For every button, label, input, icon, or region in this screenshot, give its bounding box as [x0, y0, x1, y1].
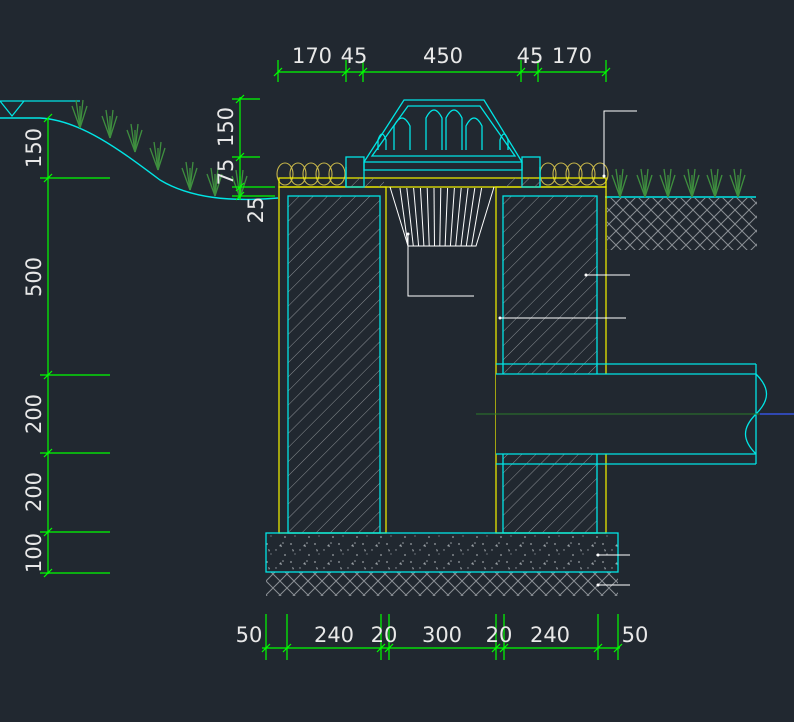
dimension-tick: [273, 67, 283, 77]
dimension-tick: [533, 67, 543, 77]
dimension-tick: [261, 643, 271, 653]
dimension-tick: [499, 643, 509, 653]
dimension-tick: [235, 152, 245, 162]
bottom-dim-label: 20: [371, 623, 398, 647]
compacted-soil: [607, 198, 757, 250]
grass-blade: [667, 174, 676, 198]
leader-lines: [407, 110, 637, 586]
bottom-dim-label: 20: [486, 623, 513, 647]
grass-blade: [189, 167, 198, 191]
grate-dim-label: 75: [214, 159, 238, 186]
grate-seat-left: [344, 178, 384, 187]
dimension-tick: [593, 643, 603, 653]
basket-bar: [471, 187, 483, 247]
grass-blade: [79, 105, 88, 129]
basket-bar: [465, 187, 476, 247]
dimension-tick: [613, 643, 623, 653]
basket-bar: [399, 187, 409, 247]
top-dim-label: 450: [423, 44, 463, 68]
dimension-tick: [43, 173, 53, 183]
grass-blade: [737, 174, 746, 198]
grass-blade: [691, 174, 700, 198]
base-soil: [266, 572, 618, 596]
left-dim-label: 200: [22, 472, 46, 512]
top-dim-label: 45: [341, 44, 368, 68]
bottom-dim-label: 300: [422, 623, 462, 647]
dome-grate: [345, 99, 541, 188]
dimension-tick: [384, 643, 394, 653]
top-dimension-chain: [273, 60, 611, 82]
dimension-tick: [601, 67, 611, 77]
dimension-tick: [235, 182, 245, 192]
grate-inlet-basket: [389, 186, 495, 247]
basket-bar: [449, 187, 455, 247]
left-dim-label: 100: [22, 533, 46, 573]
grass-blade: [214, 173, 223, 197]
top-dim-label: 170: [552, 44, 592, 68]
cap-slab: [278, 177, 607, 188]
dimension-tick: [235, 191, 245, 201]
shrub-row-right: [539, 162, 609, 186]
grate-dim-label: 150: [214, 107, 238, 147]
grass-blade: [619, 174, 628, 198]
left-dim-label: 500: [22, 257, 46, 297]
top-dim-label: 170: [292, 44, 332, 68]
dimension-tick: [43, 568, 53, 578]
bottom-dim-label: 50: [236, 623, 263, 647]
basket-bar: [455, 187, 462, 247]
dimension-tick: [491, 643, 501, 653]
bottom-dim-label: 240: [314, 623, 354, 647]
basket-bar: [444, 187, 449, 247]
dimension-tick: [341, 67, 351, 77]
dimension-tick: [376, 643, 386, 653]
bottom-dim-label: 240: [530, 623, 570, 647]
top-dim-label: 45: [517, 44, 544, 68]
dimension-tick: [358, 67, 368, 77]
grass-blade: [109, 115, 118, 139]
basket-bar: [406, 187, 414, 247]
grass-blade: [644, 174, 653, 198]
dimension-tick: [516, 67, 526, 77]
dimension-tick: [43, 113, 53, 123]
dimension-tick: [282, 643, 292, 653]
basket-bar: [460, 187, 469, 247]
shrub-row-left: [276, 162, 346, 186]
grass-blade: [134, 129, 143, 153]
basket-bar: [413, 187, 420, 247]
grate-dimension-chain: [232, 94, 275, 201]
ground-level-symbol: [0, 100, 80, 117]
outlet-pipe: [476, 363, 794, 465]
dimension-tick: [235, 94, 245, 104]
left-dim-label: 200: [22, 394, 46, 434]
dimension-tick: [43, 448, 53, 458]
grass-blade: [157, 147, 166, 171]
dimension-tick: [43, 527, 53, 537]
dimension-tick: [43, 370, 53, 380]
ground-surface: [0, 100, 757, 596]
grate-dim-label: 25: [244, 197, 268, 224]
basket-bar: [439, 187, 442, 247]
concrete-base: [265, 532, 619, 573]
basket-bar: [419, 187, 425, 247]
grass-tufts: [71, 99, 746, 199]
left-dimension-chain: [40, 113, 110, 578]
right-wall: [495, 186, 607, 534]
basket-bar: [433, 187, 435, 247]
basket-bar: [426, 187, 430, 247]
grass-blade: [714, 174, 723, 198]
bottom-dim-label: 50: [622, 623, 649, 647]
bottom-dimension-chain: [261, 614, 623, 660]
left-dim-label: 150: [22, 128, 46, 168]
grate-seat-right: [502, 178, 542, 187]
left-wall: [278, 186, 387, 534]
